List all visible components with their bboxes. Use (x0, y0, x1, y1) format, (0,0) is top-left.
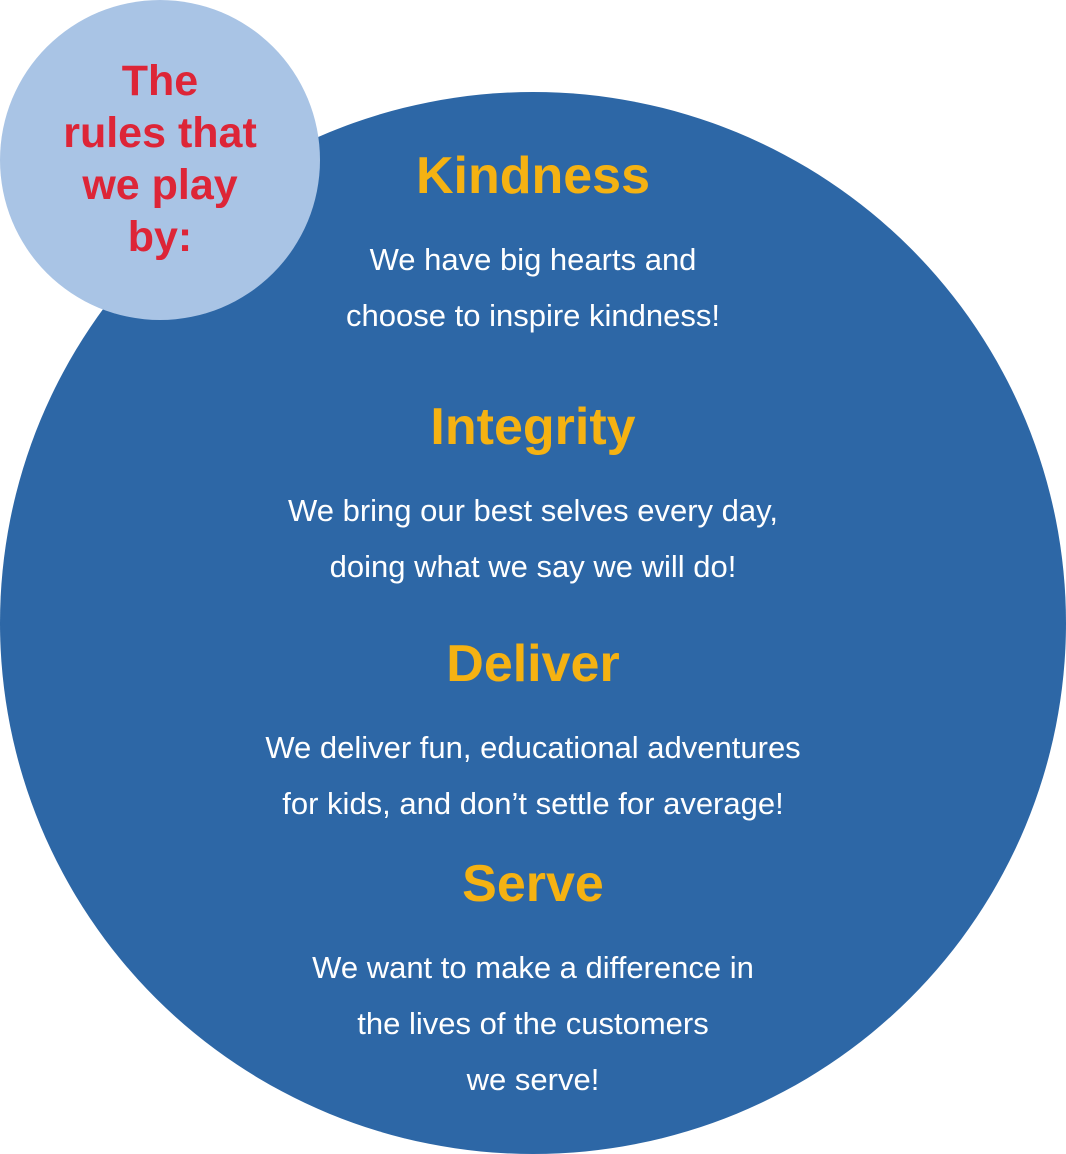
value-title-integrity: Integrity (430, 398, 636, 456)
value-desc-integrity: We bring our best selves every day, doin… (0, 483, 1066, 595)
rules-badge-text: The rules that we play by: (40, 55, 280, 263)
rules-badge: The rules that we play by: (0, 0, 320, 320)
value-title-deliver: Deliver (446, 635, 620, 693)
value-desc-line: choose to inspire kindness! (346, 298, 720, 333)
badge-line: we play (82, 161, 238, 209)
value-desc-line: the lives of the customers (357, 1006, 709, 1041)
value-desc-line: We bring our best selves every day, (288, 493, 778, 528)
value-desc-line: doing what we say we will do! (329, 549, 737, 584)
value-desc-line: We want to make a difference in (312, 950, 754, 985)
value-desc-line: We have big hearts and (369, 242, 697, 277)
value-desc-deliver: We deliver fun, educational adventures f… (0, 720, 1066, 832)
value-desc-kindness: We have big hearts and choose to inspire… (0, 232, 1066, 344)
value-title-kindness: Kindness (415, 147, 651, 205)
value-desc-line: we serve! (466, 1062, 600, 1097)
badge-line: The (121, 57, 199, 105)
badge-line: rules that (63, 109, 257, 157)
value-desc-line: for kids, and don’t settle for average! (282, 786, 784, 821)
value-desc-serve: We want to make a difference in the live… (0, 940, 1066, 1108)
value-title-serve: Serve (462, 855, 604, 913)
value-desc-line: We deliver fun, educational adventures (265, 730, 801, 765)
badge-line: by: (127, 213, 193, 261)
